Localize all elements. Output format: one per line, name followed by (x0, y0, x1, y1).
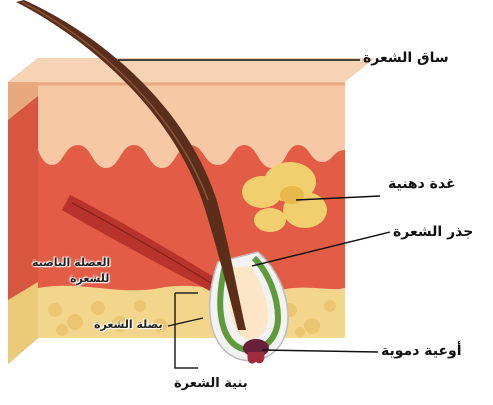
label-blood-vessels: أوعية دموية (381, 343, 462, 359)
label-arrector-muscle-line2: للشعرة (70, 272, 109, 285)
skin-surface-top (8, 58, 375, 82)
diagram-caption: بنية الشعرة (174, 376, 248, 391)
label-arrector-muscle-line1: العضلة الناصبة (32, 256, 110, 269)
label-sebaceous-gland: غدة دهنية (388, 176, 456, 192)
label-hair-root: جذر الشعرة (393, 224, 473, 240)
label-hair-bulb: بصلة الشعرة (94, 318, 163, 331)
label-hair-shaft: ساق الشعرة (363, 50, 449, 66)
